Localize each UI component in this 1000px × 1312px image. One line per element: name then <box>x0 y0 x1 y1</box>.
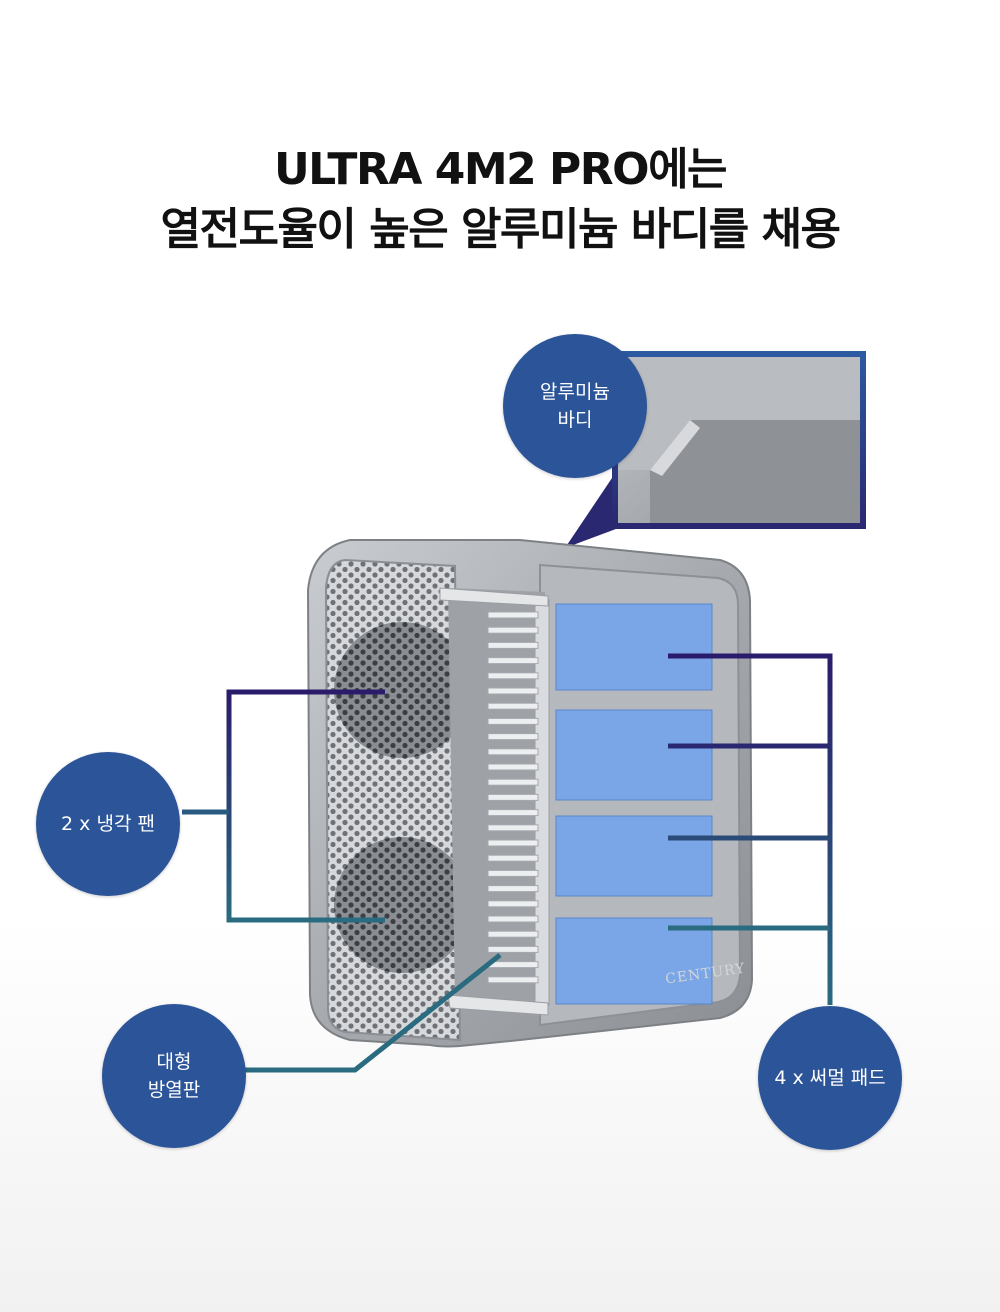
heatsink-fin <box>487 915 539 923</box>
heatsink-fin <box>487 641 539 649</box>
heatsink-fin <box>487 945 539 953</box>
heatsink-fins <box>487 611 539 984</box>
headline: ULTRA 4M2 PRO에는 열전도율이 높은 알루미늄 바디를 채용 <box>0 140 1000 260</box>
heatsink-fin <box>487 824 539 832</box>
heatsink-fin <box>487 702 539 710</box>
fan-bottom <box>334 837 470 973</box>
headline-line-1: ULTRA 4M2 PRO에는 <box>273 144 728 195</box>
heatsink-fin <box>487 672 539 680</box>
bottom-rail <box>447 994 549 1016</box>
callout-aluminum-body: 알루미늄 바디 <box>503 334 647 478</box>
thermal-pad-1 <box>555 603 713 691</box>
heatsink-fin <box>487 626 539 634</box>
callout-thermal-pad: 4 x 써멀 패드 <box>758 1006 902 1150</box>
heatsink-fin <box>487 885 539 893</box>
callout-cooling-fan: 2 x 냉각 팬 <box>36 752 180 896</box>
heatsink-fin <box>487 657 539 665</box>
pad-leader <box>668 653 833 1005</box>
headline-line-2: 열전도율이 높은 알루미늄 바디를 채용 <box>160 204 841 255</box>
heatsink-fin <box>487 900 539 908</box>
heatsink-fin <box>487 733 539 741</box>
heatsink-fin <box>487 687 539 695</box>
fan-leader <box>226 689 385 923</box>
heatsink-fin <box>487 717 539 725</box>
heatsink-fin <box>487 839 539 847</box>
heatsink-fin <box>487 748 539 756</box>
heatsink-fin <box>487 961 539 969</box>
heatsink-fin <box>487 869 539 877</box>
heatsink-fin <box>487 930 539 938</box>
heatsink-fin <box>487 976 539 984</box>
heatsink-fin <box>487 611 539 619</box>
heatsink-fin <box>487 809 539 817</box>
heatsink-fin <box>487 854 539 862</box>
thermal-pad-3 <box>555 815 713 897</box>
top-rail <box>439 587 549 607</box>
heatsink-fin <box>487 793 539 801</box>
leader-lines <box>182 653 833 1073</box>
thermal-pad-2 <box>555 709 713 801</box>
callout-heatsink: 대형 방열판 <box>102 1004 246 1148</box>
heatsink-leader <box>245 953 502 1073</box>
fan-top <box>334 622 470 758</box>
heatsink-fin <box>487 763 539 771</box>
device: CENTURY <box>306 539 754 1048</box>
heatsink-fin <box>487 778 539 786</box>
thermal-pad-4 <box>555 917 713 1005</box>
